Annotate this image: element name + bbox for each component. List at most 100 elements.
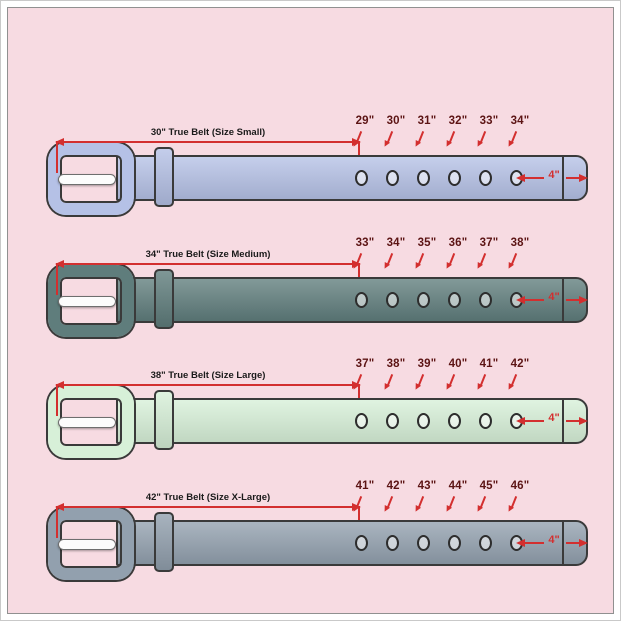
belt-keeper-loop [154,269,174,329]
dimension-tick [56,263,58,295]
belt-hole [479,170,492,186]
hole-size-label: 44" [443,480,473,494]
dimension-arrow-icon [55,260,361,268]
hole-size-label: 30" [381,115,411,129]
hole-size-labels: 41" 42" 43" 44" 45" 46" [8,458,613,502]
belt-hole [479,535,492,551]
belt-strap: 4" [116,520,588,566]
hole-size-label: 37" [474,237,504,251]
hole-size-labels: 37" 38" 39" 40" 41" 42" [8,336,613,380]
belt-tip-seam [562,399,564,443]
belt-buckle [48,508,134,580]
belt-diagram-medium: 4" 34" True Belt (Size Medium) 33" 34" 3… [8,215,613,341]
belt-tip-seam [562,278,564,322]
buckle-prong [58,174,116,185]
dimension-tick [56,384,58,416]
hole-size-label: 34" [381,237,411,251]
tip-dimension-left-arrow-icon [516,417,544,425]
belt-diagram-xlarge: 4" 42" True Belt (Size X-Large) 41" 42" … [8,458,613,584]
belt-hole [479,292,492,308]
dimension-tick [358,384,360,398]
belt-keeper-loop [154,512,174,572]
belt-hole [355,535,368,551]
hole-size-label: 32" [443,115,473,129]
belt-size-title: 30" True Belt (Size Small) [150,127,266,138]
belt-hole [448,535,461,551]
belt-sizing-diagram: 4" 30" True Belt (Size Small) 29" 30" 31… [7,7,614,614]
belt-buckle [48,143,134,215]
dimension-arrow-icon [55,138,361,146]
belt-buckle [48,386,134,458]
tip-dimension-left-arrow-icon [516,539,544,547]
belt-buckle [48,265,134,337]
buckle-prong [58,417,116,428]
dimension-arrow-icon [55,503,361,511]
belt-hole [355,292,368,308]
belt-hole [448,292,461,308]
hole-size-label: 31" [412,115,442,129]
hole-size-label: 42" [381,480,411,494]
buckle-prong [58,296,116,307]
hole-size-label: 37" [350,358,380,372]
belt-tip-seam [562,521,564,565]
belt-hole [386,413,399,429]
hole-size-label: 39" [412,358,442,372]
tip-dimension-left-arrow-icon [516,296,544,304]
dimension-tick [56,506,58,538]
tip-dimension-left-arrow-icon [516,174,544,182]
hole-size-label: 46" [505,480,535,494]
hole-size-label: 38" [505,237,535,251]
belt-hole [417,413,430,429]
buckle-frame [48,386,134,458]
belt-keeper-loop [154,147,174,207]
belt-hole [417,535,430,551]
hole-size-label: 35" [412,237,442,251]
belt-hole [417,170,430,186]
hole-size-label: 40" [443,358,473,372]
hole-size-label: 41" [350,480,380,494]
buckle-prong [58,539,116,550]
belt-strap: 4" [116,155,588,201]
belt-hole [386,292,399,308]
tip-dimension-right-arrow-icon [566,417,588,425]
hole-size-label: 43" [412,480,442,494]
belt-tip-seam [562,156,564,200]
belt-size-title: 42" True Belt (Size X-Large) [145,492,271,503]
belt-hole [386,535,399,551]
tip-dimension-label: 4" [548,534,560,546]
belt-keeper-loop [154,390,174,450]
buckle-frame [48,143,134,215]
hole-size-label: 34" [505,115,535,129]
belt-hole [417,292,430,308]
hole-size-label: 38" [381,358,411,372]
dimension-tick [358,263,360,277]
hole-size-label: 45" [474,480,504,494]
hole-size-label: 36" [443,237,473,251]
belt-hole [386,170,399,186]
belt-strap: 4" [116,398,588,444]
dimension-tick [358,506,360,520]
buckle-frame [48,265,134,337]
hole-size-labels: 29" 30" 31" 32" 33" 34" [8,93,613,137]
hole-size-label: 42" [505,358,535,372]
belt-diagram-small: 4" 30" True Belt (Size Small) 29" 30" 31… [8,93,613,219]
hole-size-label: 33" [474,115,504,129]
hole-size-label: 41" [474,358,504,372]
dimension-tick [56,141,58,173]
belt-hole [355,413,368,429]
belt-diagram-large: 4" 38" True Belt (Size Large) 37" 38" 39… [8,336,613,462]
dimension-arrow-icon [55,381,361,389]
belt-hole [355,170,368,186]
belt-hole [448,170,461,186]
belt-size-title: 38" True Belt (Size Large) [150,370,266,381]
hole-size-label: 33" [350,237,380,251]
hole-size-labels: 33" 34" 35" 36" 37" 38" [8,215,613,259]
tip-dimension-right-arrow-icon [566,296,588,304]
tip-dimension-label: 4" [548,169,560,181]
belt-hole [448,413,461,429]
dimension-tick [358,141,360,155]
tip-dimension-label: 4" [548,412,560,424]
belt-strap: 4" [116,277,588,323]
tip-dimension-right-arrow-icon [566,174,588,182]
belt-size-title: 34" True Belt (Size Medium) [145,249,271,260]
